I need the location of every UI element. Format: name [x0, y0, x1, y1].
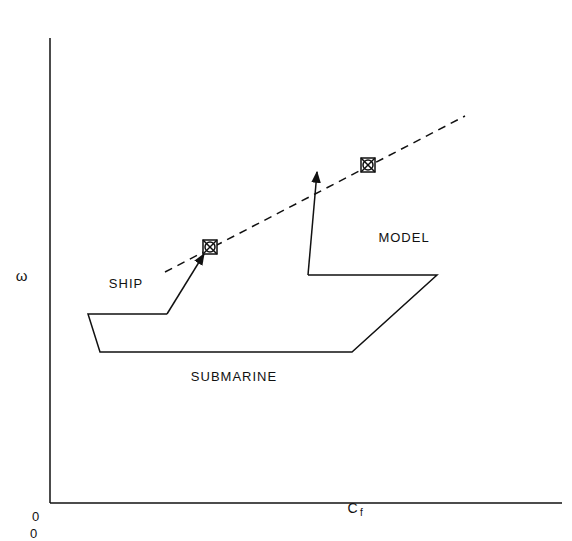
tick-label: 0: [32, 510, 40, 523]
data-point: [361, 158, 375, 172]
data-point: [203, 240, 217, 254]
series-label: MODEL: [378, 231, 429, 244]
x-axis: [50, 502, 562, 504]
y-axis: [49, 38, 51, 503]
axis-subscript: f: [360, 508, 364, 518]
shift-arrow: [167, 254, 204, 314]
series-label: SUBMARINE: [191, 370, 277, 383]
tick-label: 0: [30, 527, 38, 540]
axis-title: C: [347, 501, 358, 515]
series-label: SHIP: [109, 277, 143, 290]
submarine-outline: [88, 275, 437, 352]
shift-arrow: [308, 172, 317, 275]
axis-title: ω: [16, 268, 29, 283]
